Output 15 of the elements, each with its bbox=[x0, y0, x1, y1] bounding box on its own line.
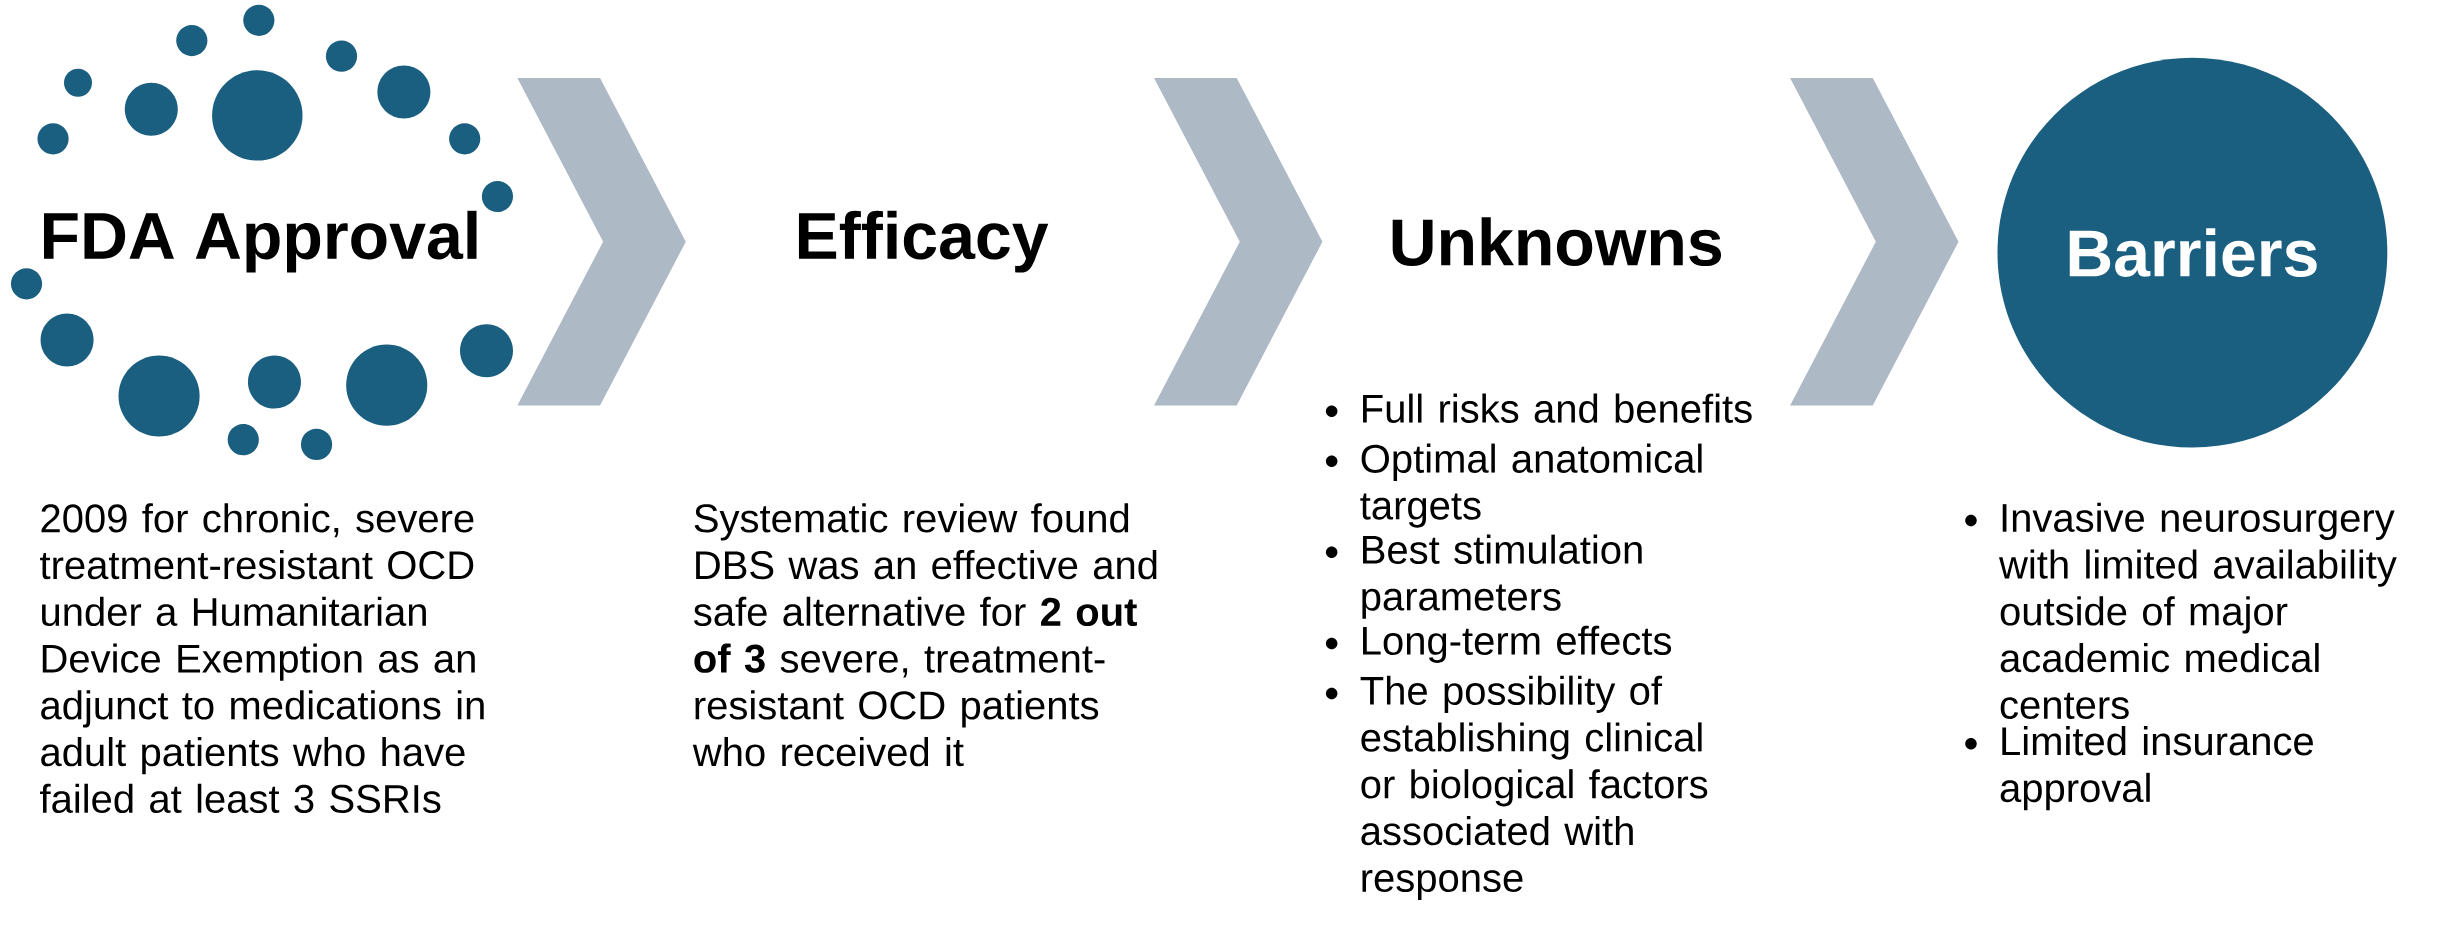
bullet-item: Full risks and benefits bbox=[1363, 393, 1752, 423]
chevron-arrow bbox=[517, 77, 686, 406]
description-text: 2009 for chronic, severe treatment-resistant OCD under a Humanitarian Device Exemption as an adjunct to medications in adult patients who have failed at least 3 SSRIs bbox=[40, 503, 484, 813]
stage-heading: Efficacy bbox=[798, 210, 1049, 273]
description-text: Systematic review found DBS was an effective and safe alternative for 2 out of 3 severe, treatment-resistant OCD patients who received it bbox=[692, 503, 1157, 767]
chevron-arrow bbox=[1154, 77, 1323, 406]
stage-heading: FDA Approval bbox=[44, 210, 477, 273]
bullet-item: Best stimulation parameters bbox=[1362, 534, 1642, 619]
bullet-item: The possibility of establishing clinical or biological factors associated with response bbox=[1360, 675, 1708, 900]
stage-heading: Unknowns bbox=[1392, 217, 1721, 266]
chevron-arrow bbox=[1790, 77, 1959, 406]
bullet-item: Invasive neurosurgery with limited availability outside of major academic medical centers bbox=[1999, 502, 2397, 719]
bullet-item: Long-term effects bbox=[1363, 625, 1672, 663]
bullet-item: Optimal anatomical targets bbox=[1360, 443, 1702, 528]
bullet-item: Limited insurance approval bbox=[2000, 725, 2313, 810]
